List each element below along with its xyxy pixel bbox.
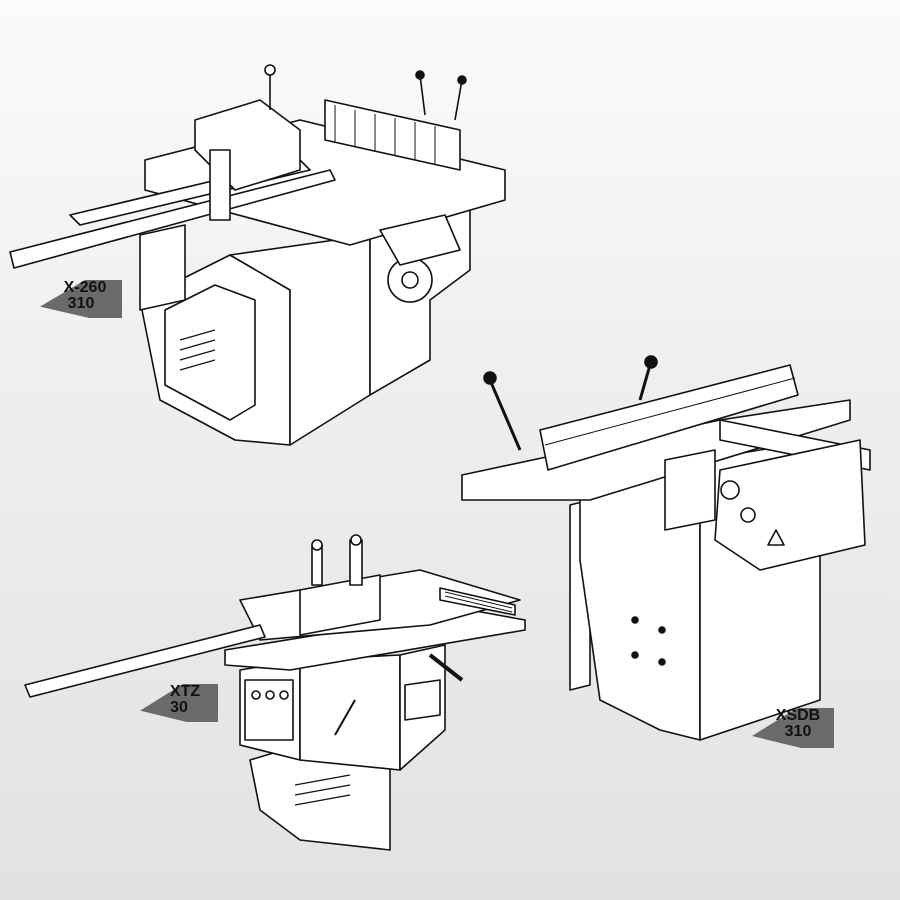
model-name: X-260 (63, 279, 107, 296)
model-label-xtz: XTZ 30 (140, 684, 218, 722)
model-name: XTZ (169, 683, 201, 700)
model-label-x260: X-260 310 (40, 280, 122, 318)
model-label-xsdb: XSDB 310 (752, 708, 834, 748)
model-name: XSDB (775, 707, 821, 724)
model-variant: 30 (170, 699, 188, 716)
machine-x260-illustration (9, 64, 506, 446)
machine-xsdb-illustration (461, 355, 871, 741)
model-variant: 310 (67, 295, 95, 312)
model-variant: 310 (784, 723, 812, 740)
machine-xtz-illustration (24, 534, 526, 851)
